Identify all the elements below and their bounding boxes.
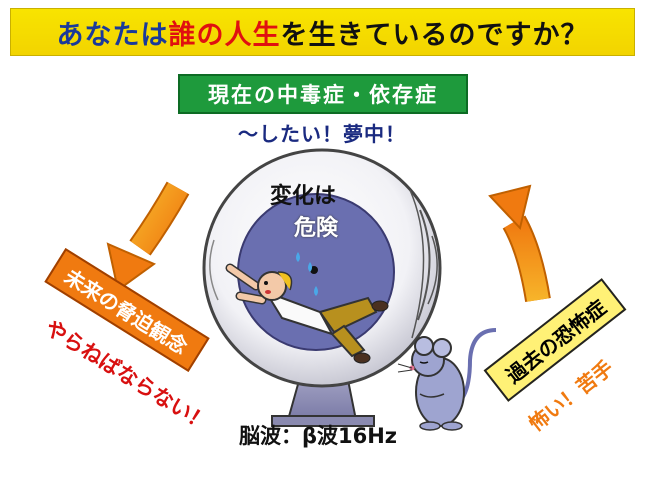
brainwave-label: 脳波：β波16Hz xyxy=(238,424,398,448)
center-label-2: 危険 xyxy=(294,216,339,241)
present-addiction-box: 現在の中毒症・依存症 xyxy=(178,74,468,114)
curved-arrow-right-icon xyxy=(488,184,551,303)
mouse-icon xyxy=(397,328,497,431)
curved-arrow-left-icon xyxy=(106,181,190,292)
falling-man-icon xyxy=(225,252,389,364)
title-part-1: あなたは xyxy=(56,19,169,51)
title-bar: あなたは誰の人生を生きているのですか？ xyxy=(10,8,635,56)
title-part-3: を生きているのですか？ xyxy=(280,19,589,51)
center-label-1: 変化は xyxy=(270,184,337,209)
present-subtext: 〜したい！夢中！ xyxy=(238,122,406,146)
title-part-2: 誰の人生 xyxy=(168,19,281,51)
present-label: 現在の中毒症・依存症 xyxy=(208,83,438,107)
